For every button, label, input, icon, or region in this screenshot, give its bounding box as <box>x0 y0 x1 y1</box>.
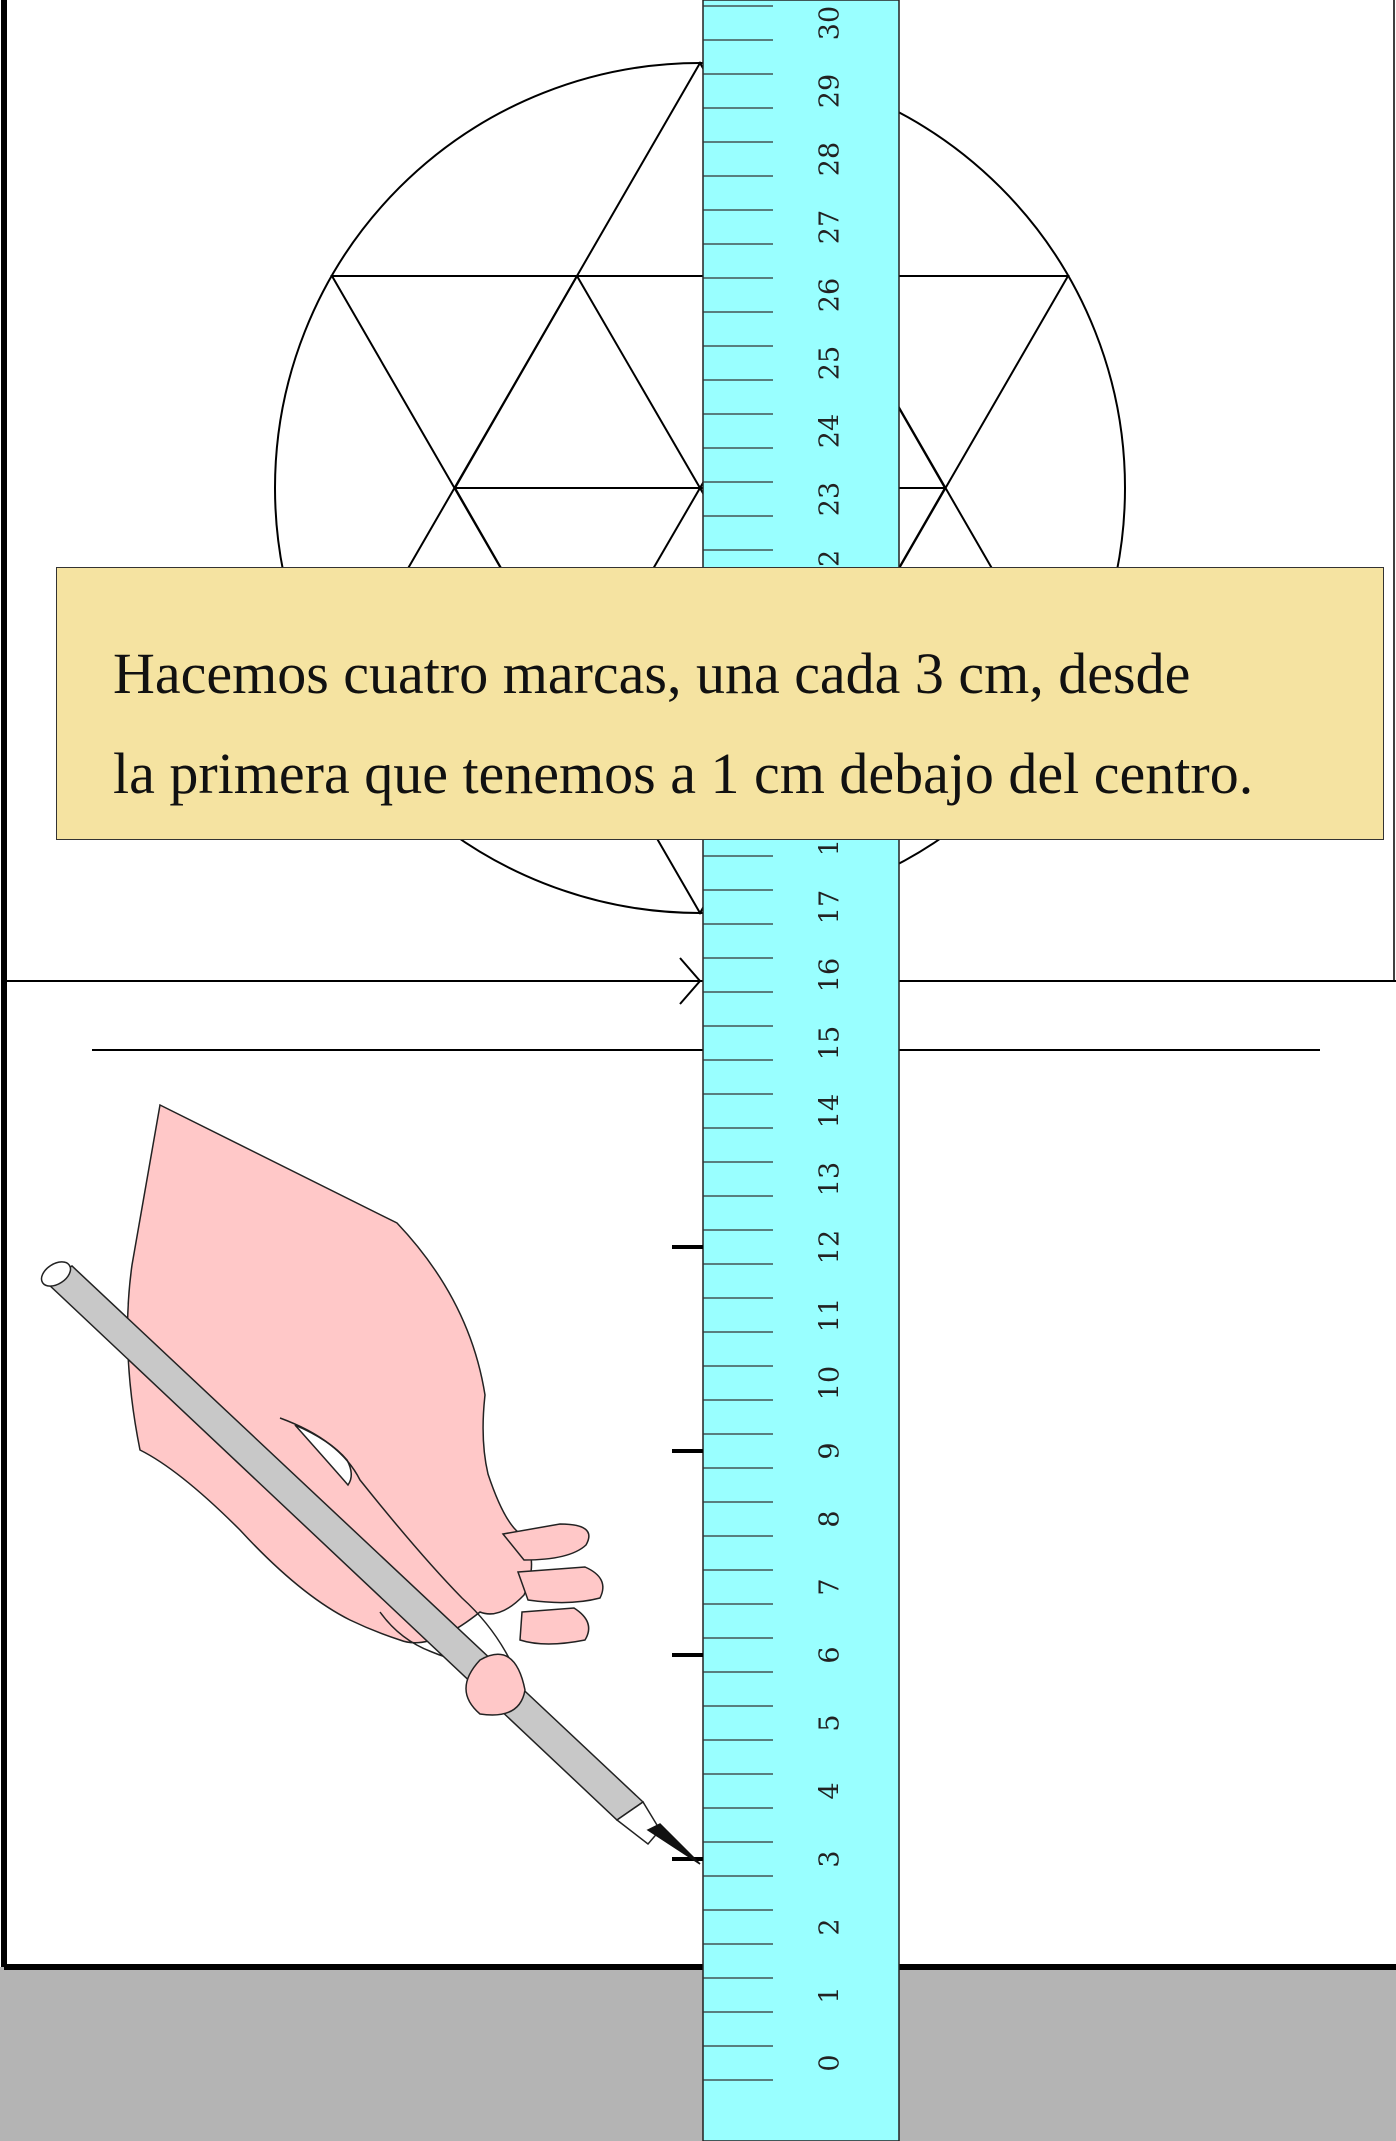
ruler-tick-label: 7 <box>815 1578 846 1595</box>
ruler-tick-label: 6 <box>815 1646 846 1663</box>
ruler-tick-label: 3 <box>815 1850 846 1867</box>
ruler-tick-label: 8 <box>815 1510 846 1527</box>
ruler-tick-label: 9 <box>815 1442 846 1459</box>
ruler-tick-label: 0 <box>815 2054 846 2071</box>
hand-palm <box>126 1103 533 1644</box>
ruler[interactable]: 0123456789101112131415161718192021222324… <box>702 0 900 2141</box>
ruler-tick-label: 4 <box>815 1782 846 1799</box>
ruler-tick-label: 28 <box>815 142 846 176</box>
caption-line-2: la primera que tenemos a 1 cm debajo del… <box>113 741 1254 806</box>
hand-holding-pencil-icon <box>40 1103 701 1865</box>
ruler-tick-label: 5 <box>815 1714 846 1731</box>
ruler-tick-label: 2 <box>815 1918 846 1935</box>
ruler-tick-label: 29 <box>815 74 846 108</box>
ruler-tick-label: 25 <box>815 346 846 380</box>
ruler-tick-label: 10 <box>815 1366 846 1400</box>
ruler-tick-label: 23 <box>815 482 846 516</box>
table-surface <box>0 1967 1396 2141</box>
hand-finger-3 <box>519 1607 590 1645</box>
hand-curl <box>279 1417 512 1664</box>
ruler-tick-label: 17 <box>815 890 846 924</box>
ruler-tick-label: 11 <box>815 1298 846 1332</box>
pencil-lead <box>646 1823 701 1865</box>
ruler-tick-label: 24 <box>815 414 846 448</box>
instruction-caption: Hacemos cuatro marcas, una cada 3 cm, de… <box>56 567 1384 840</box>
ruler-tick-label: 1 <box>815 1986 846 2003</box>
ruler-tick-label: 12 <box>815 1230 846 1264</box>
ruler-tick-label: 13 <box>815 1162 846 1196</box>
arrow-marker <box>679 957 702 1005</box>
ruler-tick-label: 26 <box>815 278 846 312</box>
hand-finger-2 <box>516 1566 604 1604</box>
ruler-body <box>702 0 900 2141</box>
paper-sheet <box>4 0 1396 1967</box>
ruler-tick-label: 15 <box>815 1026 846 1060</box>
hand-finger-1 <box>501 1523 590 1561</box>
ruler-tick-label: 14 <box>815 1094 846 1128</box>
measurement-marks <box>672 1245 703 1861</box>
ruler-tick-label: 27 <box>815 210 846 244</box>
finger-over-pencil <box>465 1653 526 1716</box>
pencil-eraser <box>40 1261 72 1287</box>
caption-line-1: Hacemos cuatro marcas, una cada 3 cm, de… <box>113 641 1191 706</box>
ruler-tick-label: 30 <box>815 6 846 40</box>
ruler-tick-label: 16 <box>815 958 846 992</box>
